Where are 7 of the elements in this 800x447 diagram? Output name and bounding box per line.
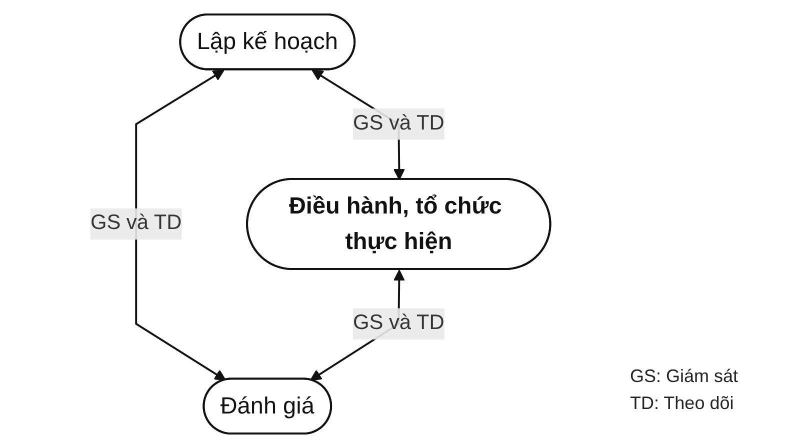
abbreviation-note: GS: Giám sát <box>630 366 738 387</box>
edge-label: GS và TD <box>352 312 444 334</box>
flowchart-diagram: GS và TD GS và TD GS và TD Lập kế hoạch Điều hành, tổ chức thực hiện Đánh giá <box>80 4 560 444</box>
arrow <box>134 69 226 380</box>
abbreviation-note: TD: Theo dõi <box>630 393 735 414</box>
edge-label: GS và TD <box>352 112 444 134</box>
edge-label: GS và TD <box>90 212 182 234</box>
